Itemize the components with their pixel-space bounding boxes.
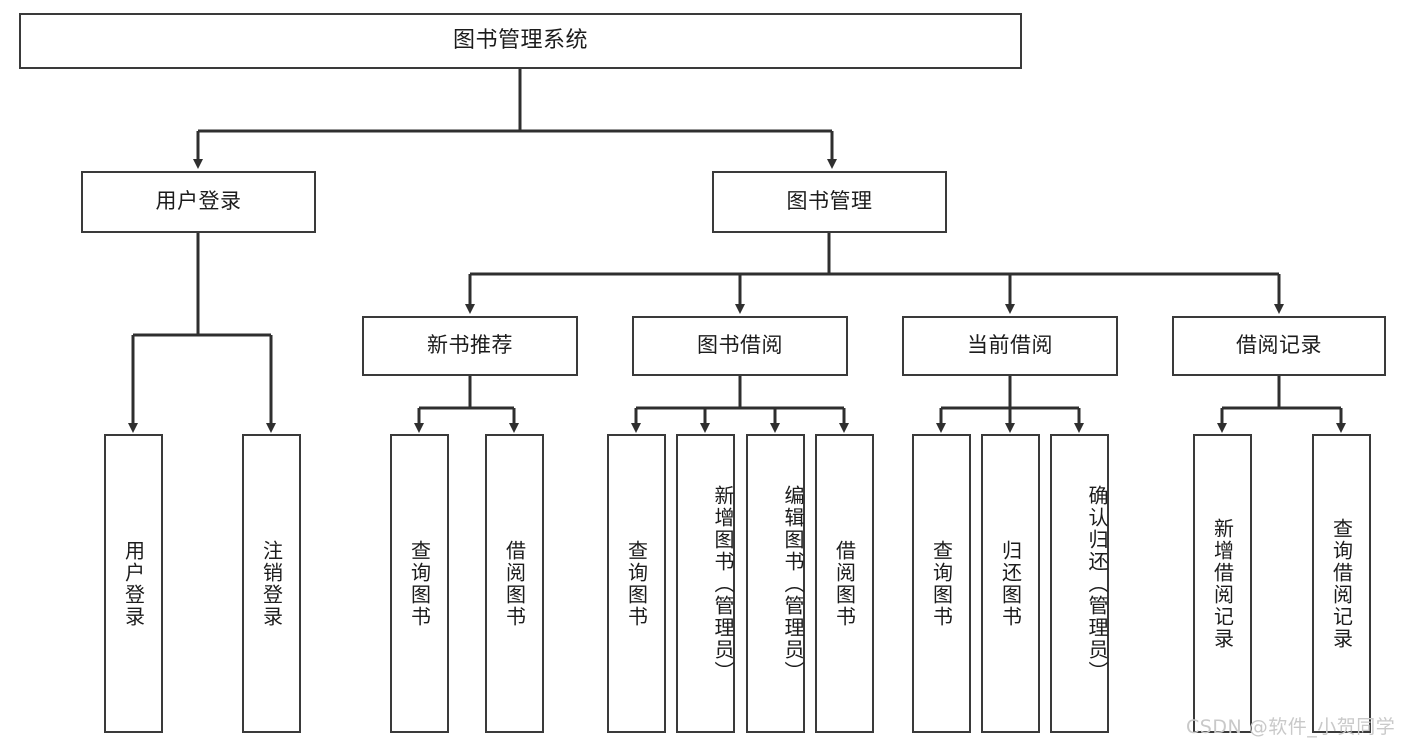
csdn-watermark: CSDN @软件_小贺同学 xyxy=(1186,716,1396,738)
node-book-management[interactable]: 图书管理 xyxy=(712,171,947,233)
leaf-query-borrow-record[interactable]: 查询借阅记录 xyxy=(1312,434,1371,733)
leaf-query-book-borrow[interactable]: 查询图书 xyxy=(607,434,666,733)
leaf-add-book-admin[interactable]: 新增图书（管理员） xyxy=(676,434,735,733)
leaf-logout[interactable]: 注销登录 xyxy=(242,434,301,733)
leaf-return-book[interactable]: 归还图书 xyxy=(981,434,1040,733)
leaf-edit-book-admin[interactable]: 编辑图书（管理员） xyxy=(746,434,805,733)
node-root-system[interactable]: 图书管理系统 xyxy=(19,13,1022,69)
node-borrow-record[interactable]: 借阅记录 xyxy=(1172,316,1386,376)
node-new-book-recommend[interactable]: 新书推荐 xyxy=(362,316,578,376)
leaf-borrow-book[interactable]: 借阅图书 xyxy=(815,434,874,733)
leaf-user-login[interactable]: 用户登录 xyxy=(104,434,163,733)
leaf-query-book-recommend[interactable]: 查询图书 xyxy=(390,434,449,733)
leaf-query-book-current[interactable]: 查询图书 xyxy=(912,434,971,733)
node-current-borrow[interactable]: 当前借阅 xyxy=(902,316,1118,376)
leaf-add-borrow-record[interactable]: 新增借阅记录 xyxy=(1193,434,1252,733)
leaf-borrow-book-recommend[interactable]: 借阅图书 xyxy=(485,434,544,733)
node-book-borrow[interactable]: 图书借阅 xyxy=(632,316,848,376)
node-user-login[interactable]: 用户登录 xyxy=(81,171,316,233)
leaf-confirm-return-admin[interactable]: 确认归还（管理员） xyxy=(1050,434,1109,733)
